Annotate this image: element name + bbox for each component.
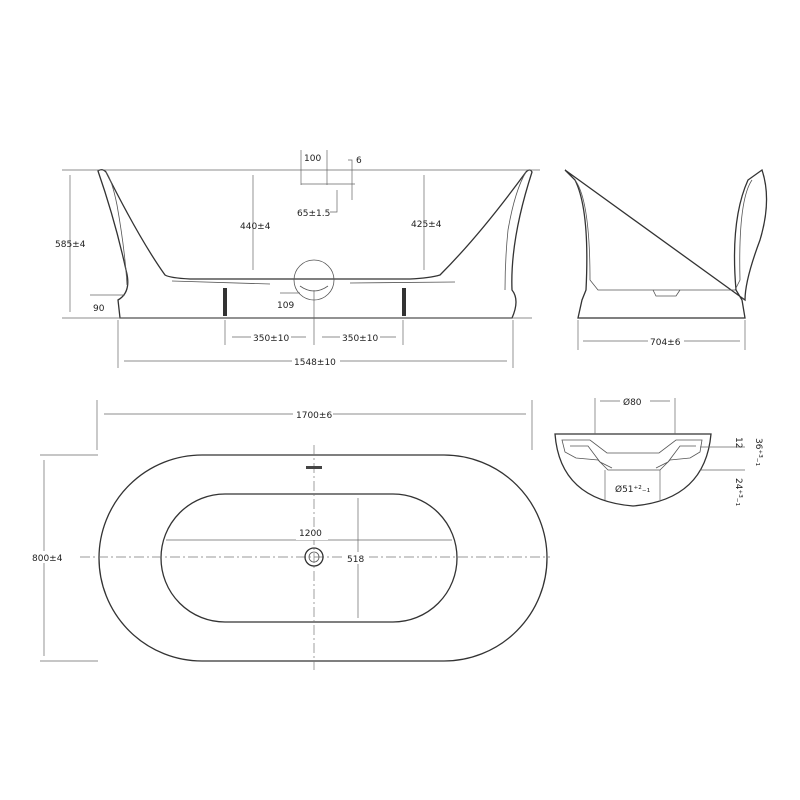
drain-detail: Ø80 Ø51⁺²₋₁ 12 36⁺³₋₁ 24⁺³₋₁ xyxy=(554,395,763,507)
side-tub-outline xyxy=(564,168,768,319)
label-drain-total-height: 36⁺³₋₁ xyxy=(753,438,763,467)
label-overflow-depth: 65±1.5 xyxy=(297,209,330,219)
drain-top xyxy=(304,547,324,567)
drain-detail-outline xyxy=(554,433,712,507)
label-foot-spacing-right: 350±10 xyxy=(342,334,378,344)
label-inner-length: 1200 xyxy=(299,529,322,539)
front-view: 100 6 65±1.5 585±4 440±4 425±4 90 109 35… xyxy=(55,150,540,368)
top-view: 1700±6 800±4 1200 518 xyxy=(30,400,550,670)
foot-left xyxy=(223,288,227,316)
label-overall-length: 1700±6 xyxy=(296,411,332,421)
label-plinth-height: 90 xyxy=(93,304,105,314)
label-drain-height: 109 xyxy=(277,301,294,311)
front-inner-line xyxy=(504,171,527,291)
label-foot-spacing-left: 350±10 xyxy=(253,334,289,344)
label-overall-width: 800±4 xyxy=(32,554,63,564)
label-total-height: 585±4 xyxy=(55,240,86,250)
label-drain-flange-height: 12 xyxy=(733,437,743,448)
label-inner-depth-right: 425±4 xyxy=(411,220,442,230)
side-view: 704±6 xyxy=(564,168,768,350)
top-inner-basin xyxy=(160,493,458,623)
label-drain-bottom-diameter: Ø51⁺²₋₁ xyxy=(615,484,651,495)
front-tub-outline xyxy=(97,169,533,319)
front-inner-line xyxy=(105,171,128,286)
label-overflow-width: 100 xyxy=(304,154,321,164)
label-inner-depth-left: 440±4 xyxy=(240,222,271,232)
label-drain-top-diameter: Ø80 xyxy=(623,397,642,408)
label-inner-width: 518 xyxy=(347,555,364,565)
label-drain-lower-height: 24⁺³₋₁ xyxy=(733,478,743,507)
label-base-length: 1548±10 xyxy=(294,358,336,368)
overflow-top xyxy=(306,466,322,469)
label-side-base-width: 704±6 xyxy=(650,338,681,348)
top-outer-rim xyxy=(98,454,548,662)
label-overflow-thickness: 6 xyxy=(356,156,362,166)
foot-right xyxy=(402,288,406,316)
